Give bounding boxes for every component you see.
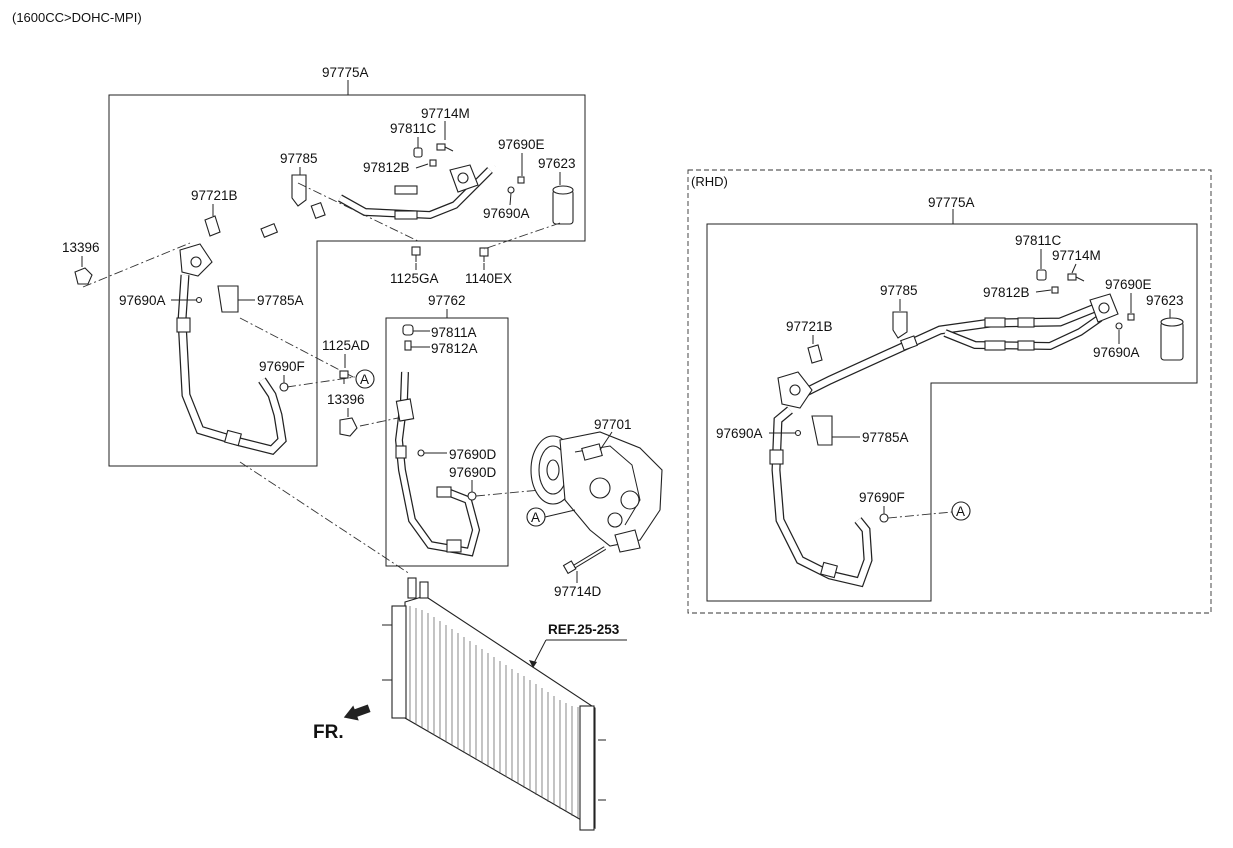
condenser-tank-right-icon <box>579 705 595 831</box>
rhd-valve-97812B-icon <box>1051 286 1059 294</box>
rhd-clip-97721B-icon <box>807 344 823 364</box>
label-13396-b: 13396 <box>327 392 365 407</box>
nut-13396-b-icon <box>339 417 358 437</box>
clip-97785-icon <box>291 174 307 207</box>
label-97811C: 97811C <box>390 121 437 136</box>
valve-97812A-icon <box>404 340 412 351</box>
marker-a-compressor-text: A <box>531 510 540 525</box>
rhd-group: (RHD) 97775A <box>687 169 1212 614</box>
rhd-label-97690F: 97690F <box>859 490 905 505</box>
label-97690E: 97690E <box>498 137 545 152</box>
label-97701: 97701 <box>594 417 632 432</box>
label-13396-a: 13396 <box>62 240 100 255</box>
seal-97811C-icon <box>413 147 423 158</box>
rhd-oring-97690A-left-icon <box>794 429 802 437</box>
lhd-assembly-box <box>108 94 586 467</box>
oring-97690D-a-icon <box>417 449 425 457</box>
label-ref-25-253: REF.25-253 <box>548 622 620 637</box>
rhd-label-97775A: 97775A <box>928 195 975 210</box>
label-97812B: 97812B <box>363 160 410 175</box>
oring-97690A-top-icon <box>507 186 515 194</box>
bolt-1125AD-icon <box>339 370 349 384</box>
label-97785: 97785 <box>280 151 318 166</box>
rhd-label-97785: 97785 <box>880 283 918 298</box>
rhd-bracket-97785A-icon <box>811 415 833 446</box>
label-97690D-a: 97690D <box>449 447 497 462</box>
rhd-label-97811C: 97811C <box>1015 233 1062 248</box>
lhd-group: 97775A <box>62 65 586 575</box>
condenser-tank-left-icon <box>391 605 407 719</box>
marker-a-rhd <box>951 501 971 521</box>
marker-a-lhd-text: A <box>360 372 369 387</box>
label-97714M: 97714M <box>421 106 470 121</box>
rhd-label-97690A-left: 97690A <box>716 426 763 441</box>
label-97785A: 97785A <box>257 293 304 308</box>
label-97690D-b: 97690D <box>449 465 497 480</box>
oring-97690E-icon <box>517 176 525 184</box>
rhd-label-97721B: 97721B <box>786 319 833 334</box>
rhd-label-97812B: 97812B <box>983 285 1030 300</box>
receiver-drier-icon <box>552 189 574 225</box>
label-97690A-top: 97690A <box>483 206 530 221</box>
label-front: FR. <box>313 722 344 743</box>
discharge-group: 97762 97811A 97812A 97690D 97690D <box>385 293 541 567</box>
rhd-clip-97785-icon <box>892 311 908 339</box>
label-97623: 97623 <box>538 156 576 171</box>
compressor-body-icon <box>559 431 663 547</box>
rhd-seal-97811C-icon <box>1036 269 1047 281</box>
label-97690F: 97690F <box>259 359 305 374</box>
label-97811A: 97811A <box>431 325 477 340</box>
oring-97690D-b-icon <box>467 491 477 501</box>
nut-13396-a-icon <box>74 267 93 285</box>
rhd-receiver-drier-icon <box>1160 321 1184 361</box>
rhd-dashed-box <box>687 169 1212 614</box>
label-97775A: 97775A <box>322 65 369 80</box>
rhd-label-97623: 97623 <box>1146 293 1184 308</box>
label-97762: 97762 <box>428 293 466 308</box>
rhd-label-97785A: 97785A <box>862 430 909 445</box>
bolt-1140EX-icon <box>479 247 489 262</box>
marker-a-lhd <box>355 369 375 389</box>
condenser-group: REF.25-253 FR. <box>313 577 627 831</box>
rhd-label-97714M: 97714M <box>1052 248 1101 263</box>
rhd-label-97690E: 97690E <box>1105 277 1152 292</box>
bolt-1125GA-icon <box>411 246 421 262</box>
clip-97721B-icon <box>204 215 221 237</box>
compressor-group: 97701 97714D A <box>526 417 663 599</box>
rhd-label-97690A-right: 97690A <box>1093 345 1140 360</box>
label-97721B: 97721B <box>191 188 238 203</box>
label-97812A: 97812A <box>431 341 478 356</box>
rhd-oring-97690E-icon <box>1127 313 1135 321</box>
marker-a-rhd-text: A <box>956 504 965 519</box>
rhd-assembly-box <box>706 223 1198 602</box>
label-1140EX: 1140EX <box>465 271 512 286</box>
bracket-97785A-icon <box>217 285 239 313</box>
rhd-oring-97690A-right-icon <box>1115 322 1123 330</box>
bolt-97714D-icon <box>562 546 607 575</box>
rhd-title: (RHD) <box>691 174 728 189</box>
label-97714D: 97714D <box>554 584 602 599</box>
bolt-97714M-icon <box>436 143 454 152</box>
label-1125GA: 1125GA <box>390 271 439 286</box>
label-97690A-left: 97690A <box>119 293 166 308</box>
rhd-bolt-97714M-icon <box>1067 273 1085 282</box>
rhd-oring-97690F-icon <box>879 513 889 523</box>
engine-note: (1600CC>DOHC-MPI) <box>12 10 142 25</box>
seal-97811A-icon <box>402 324 414 336</box>
label-1125AD: 1125AD <box>322 338 370 353</box>
valve-97812B-icon <box>429 159 437 167</box>
front-arrow-icon <box>343 704 371 721</box>
